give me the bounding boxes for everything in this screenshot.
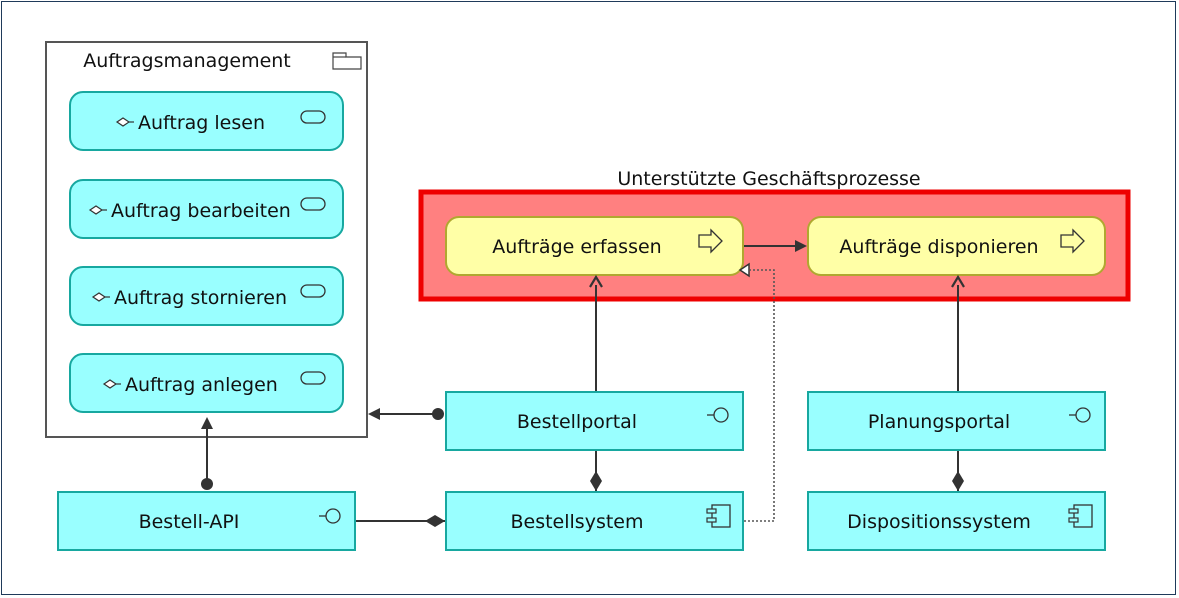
interface-planungsportal[interactable]: Planungsportal [807,391,1106,451]
access-diamond-icon [102,379,121,389]
component-bestellsystem[interactable]: Bestellsystem [445,491,744,551]
interface-bestell-api[interactable]: Bestell-API [57,491,356,551]
relation-composition-bestellsystem-portal[interactable] [590,451,602,491]
component-label: Dispositionssystem [847,511,1031,533]
component-icon [706,504,731,528]
relation-realization-bestellsystem-erfassen[interactable] [738,262,775,522]
process-label: Aufträge disponieren [839,236,1038,258]
service-auftrag-stornieren[interactable]: Auftrag stornieren [69,266,344,326]
relation-composition-bestellsystem-api[interactable] [356,515,445,527]
service-auftrag-anlegen[interactable]: Auftrag anlegen [69,353,344,413]
relation-serving-bestellportal-group[interactable] [368,408,444,420]
service-icon [300,197,326,211]
service-label: Auftrag bearbeiten [111,200,291,222]
interface-lollipop-icon [319,508,341,524]
relation-triggering[interactable] [744,240,807,252]
service-label: Auftrag lesen [138,112,265,134]
interface-lollipop-icon [1069,407,1091,423]
folder-icon [332,52,362,70]
interface-label: Bestell-API [139,511,240,533]
interface-label: Bestellportal [517,411,637,433]
relation-serving-api-group[interactable] [201,417,213,490]
service-label: Auftrag anlegen [125,374,278,396]
relation-composition-disposition-portal[interactable] [952,451,964,491]
service-icon [300,284,326,298]
process-group-title: Unterstützte Geschäftsprozesse [617,168,920,190]
service-auftrag-lesen[interactable]: Auftrag lesen [69,91,344,151]
component-label: Bestellsystem [510,511,643,533]
relation-serving-bestellportal-erfassen[interactable] [589,274,603,391]
process-auftraege-erfassen[interactable]: Aufträge erfassen [445,216,744,276]
service-icon [300,110,326,124]
interface-lollipop-icon [707,407,729,423]
access-diamond-icon [88,205,107,215]
component-dispositionssystem[interactable]: Dispositionssystem [807,491,1106,551]
group-title: Auftragsmanagement [83,50,291,72]
interface-bestellportal[interactable]: Bestellportal [445,391,744,451]
component-icon [1068,504,1093,528]
service-icon [300,371,326,385]
access-diamond-icon [115,117,134,127]
process-arrow-icon [698,228,723,254]
process-arrow-icon [1060,228,1085,254]
service-auftrag-bearbeiten[interactable]: Auftrag bearbeiten [69,179,344,239]
relation-serving-planungsportal-disponieren[interactable] [951,274,965,391]
access-diamond-icon [91,292,110,302]
process-label: Aufträge erfassen [492,236,661,258]
service-label: Auftrag stornieren [114,287,287,309]
process-auftraege-disponieren[interactable]: Aufträge disponieren [807,216,1106,276]
interface-label: Planungsportal [868,411,1010,433]
